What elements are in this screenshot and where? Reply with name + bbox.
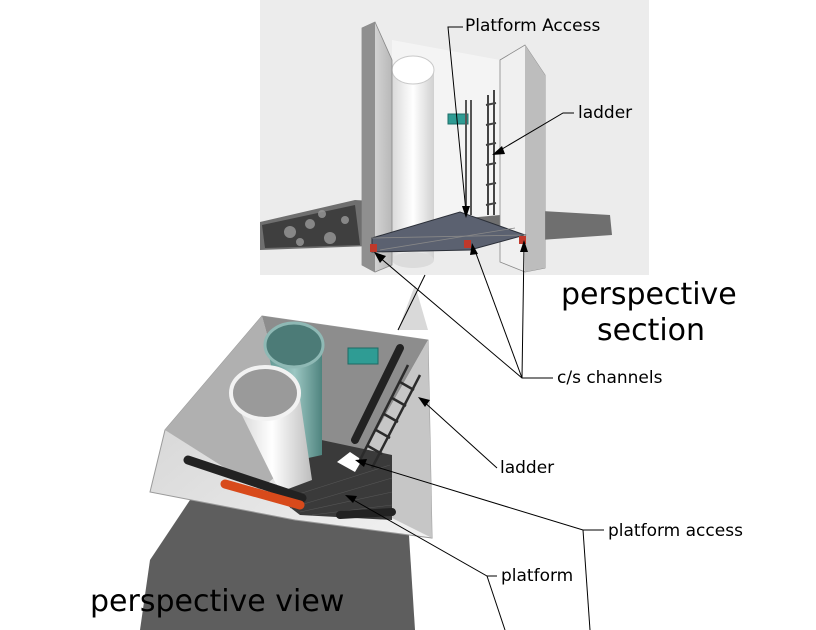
perspective-section-render (260, 0, 649, 275)
label-cs-channels: c/s channels (557, 368, 663, 388)
label-perspective-section-line1: perspective (561, 277, 737, 312)
perspective-view-render (140, 285, 433, 630)
label-platform-access-top: Platform Access (465, 16, 601, 36)
leader-lines (345, 26, 604, 630)
label-platform-access-bottom: platform access (608, 521, 743, 541)
label-ladder-top: ladder (578, 103, 633, 123)
label-ladder-bottom: ladder (500, 458, 555, 478)
label-perspective-section-line2: section (597, 313, 706, 348)
label-platform: platform (501, 566, 574, 586)
label-perspective-view: perspective view (90, 584, 345, 619)
